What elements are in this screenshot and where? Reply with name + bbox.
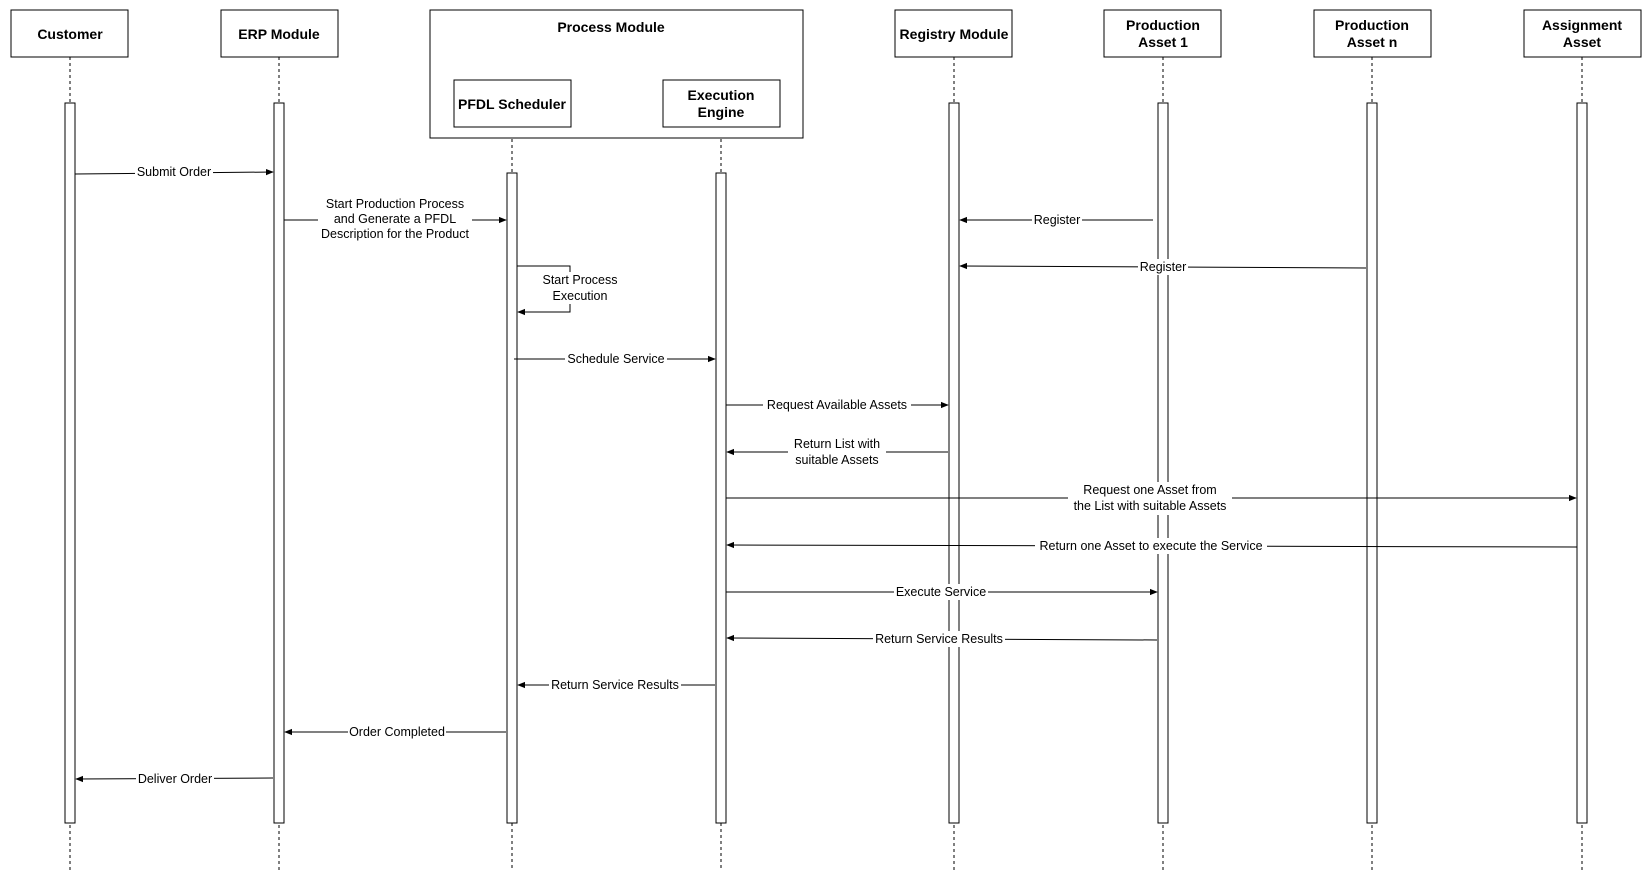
bg-register-assetn [1138, 259, 1188, 275]
participant-engine-label-line2: Engine [698, 104, 745, 120]
participant-asset1-box [1103, 9, 1222, 58]
participant-scheduler-label: PFDL Scheduler [458, 96, 566, 112]
bg-return-results-engine [873, 631, 1005, 647]
participant-engine-box [662, 79, 781, 128]
activation-registry [948, 102, 960, 824]
bg-register-asset1 [1032, 212, 1082, 228]
participant-assignment-label-line2: Asset [1563, 34, 1601, 50]
activation-asset1 [1157, 102, 1169, 824]
msg-request-one-asset-label-line2: the List with suitable Assets [1074, 499, 1227, 513]
msg-return-results-scheduler-label: Return Service Results [551, 678, 679, 692]
bg-request-assets [763, 397, 911, 413]
participant-customer-box [10, 9, 129, 58]
msg-register-assetn-label: Register [1140, 260, 1187, 274]
bg-start-production [318, 197, 472, 242]
msg-schedule-service-label: Schedule Service [567, 352, 664, 366]
participant-erp-label: ERP Module [238, 26, 320, 42]
msg-start-production-label-line3: Description for the Product [321, 227, 470, 241]
participant-registry-label: Registry Module [900, 26, 1009, 42]
bg-return-list [788, 435, 886, 468]
msg-deliver-order-label: Deliver Order [138, 772, 212, 786]
participant-assetn-box [1313, 9, 1432, 58]
bg-return-results-scheduler [549, 677, 681, 693]
participant-asset1-label-line1: Production [1126, 17, 1200, 33]
participant-scheduler-box [453, 79, 572, 128]
participant-erp-box [220, 9, 339, 58]
msg-start-production-label-line2: and Generate a PFDL [334, 212, 456, 226]
msg-register-asset1-label: Register [1034, 213, 1081, 227]
participant-assignment-box [1523, 9, 1642, 58]
activation-assetn [1366, 102, 1378, 824]
bg-start-execution [537, 272, 623, 304]
msg-execute-service-label: Execute Service [896, 585, 986, 599]
participant-assetn-label-line1: Production [1335, 17, 1409, 33]
participant-customer-label: Customer [37, 26, 103, 42]
msg-return-list-label-line1: Return List with [794, 437, 880, 451]
bg-submit-order [135, 164, 213, 180]
participant-registry-box [894, 9, 1013, 58]
bg-schedule-service [565, 351, 667, 367]
activation-customer [64, 102, 76, 824]
msg-submit-order-label: Submit Order [137, 165, 211, 179]
msg-return-results-engine-label: Return Service Results [875, 632, 1003, 646]
activation-engine [715, 172, 727, 824]
bg-execute-service [894, 584, 988, 600]
participant-assignment-label-line1: Assignment [1542, 17, 1622, 33]
msg-request-assets-label: Request Available Assets [767, 398, 907, 412]
msg-start-execution-label-line2: Execution [553, 289, 608, 303]
participant-engine-label-line1: Execution [688, 87, 755, 103]
msg-return-one-asset-label: Return one Asset to execute the Service [1039, 539, 1262, 553]
participant-assetn-label-line2: Asset n [1347, 34, 1398, 50]
bg-deliver-order [136, 771, 214, 787]
bg-return-one-asset [1035, 538, 1267, 554]
msg-return-list-label-line2: suitable Assets [795, 453, 878, 467]
activation-scheduler [506, 172, 518, 824]
bg-request-one-asset [1068, 482, 1232, 515]
activation-assignment [1576, 102, 1588, 824]
bg-order-completed [348, 724, 446, 740]
msg-request-one-asset-label-line1: Request one Asset from [1083, 483, 1216, 497]
msg-start-execution-label-line1: Start Process [542, 273, 617, 287]
msg-order-completed-label: Order Completed [349, 725, 445, 739]
participant-asset1-label-line2: Asset 1 [1138, 34, 1188, 50]
process-module-label: Process Module [557, 19, 665, 35]
msg-start-production-label-line1: Start Production Process [326, 197, 464, 211]
activation-erp [273, 102, 285, 824]
